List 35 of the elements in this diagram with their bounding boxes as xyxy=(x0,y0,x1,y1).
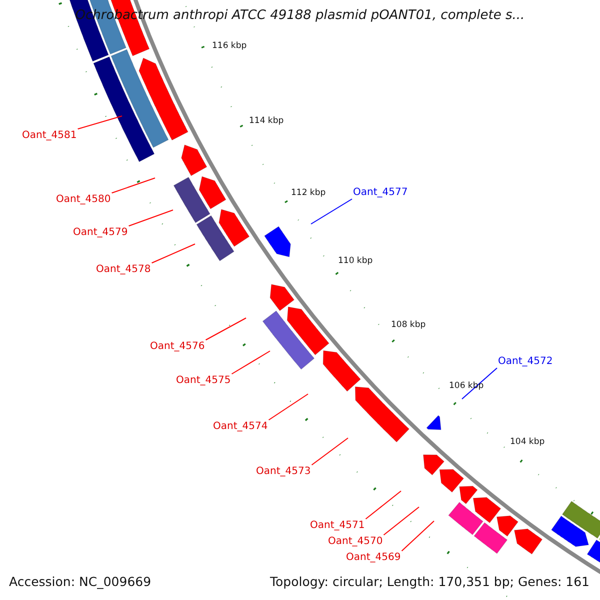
leader-line xyxy=(205,318,246,340)
leader-line xyxy=(462,368,498,400)
info-text: Topology: circular; Length: 170,351 bp; Genes: 161 xyxy=(270,575,590,588)
leader-line xyxy=(231,350,270,374)
info-text: Accession: NC_009669 xyxy=(9,575,152,588)
gene-label: Oant_4572 xyxy=(497,355,554,368)
title: Ochrobactrum anthropi ATCC 49188 plasmid pOANT01, complete s... xyxy=(74,9,526,22)
gene-label: Oant_4578 xyxy=(95,263,152,276)
scale-label: 110 kbp xyxy=(338,255,373,268)
scale-label: 112 kbp xyxy=(291,187,326,200)
gene-label: Oant_4576 xyxy=(149,340,206,353)
leader-line xyxy=(268,394,308,420)
gene-label: Oant_4579 xyxy=(72,226,129,239)
gene-label: Oant_4581 xyxy=(21,129,78,142)
gene-label: Oant_4569 xyxy=(345,551,402,564)
leader-line xyxy=(401,520,434,552)
scale-label: 104 kbp xyxy=(510,436,545,449)
leader-line xyxy=(77,116,122,130)
leader-line xyxy=(128,210,174,226)
gene-label: Oant_4573 xyxy=(255,465,312,478)
scale-label: 114 kbp xyxy=(249,115,284,128)
gene-label: Oant_4577 xyxy=(352,186,409,199)
leader-line xyxy=(310,198,352,224)
gene-label: Oant_4580 xyxy=(55,193,112,206)
leader-line xyxy=(383,506,420,536)
leader-line xyxy=(311,438,348,466)
leader-line xyxy=(111,178,156,194)
scale-label: 108 kbp xyxy=(391,319,426,332)
gene-label: Oant_4571 xyxy=(309,519,366,532)
gene-label: Oant_4570 xyxy=(327,535,384,548)
leader-line xyxy=(151,244,196,264)
leader-line xyxy=(365,490,402,520)
gene-label: Oant_4574 xyxy=(212,420,269,433)
scale-label: 116 kbp xyxy=(212,40,247,53)
gene-label: Oant_4575 xyxy=(175,374,232,387)
